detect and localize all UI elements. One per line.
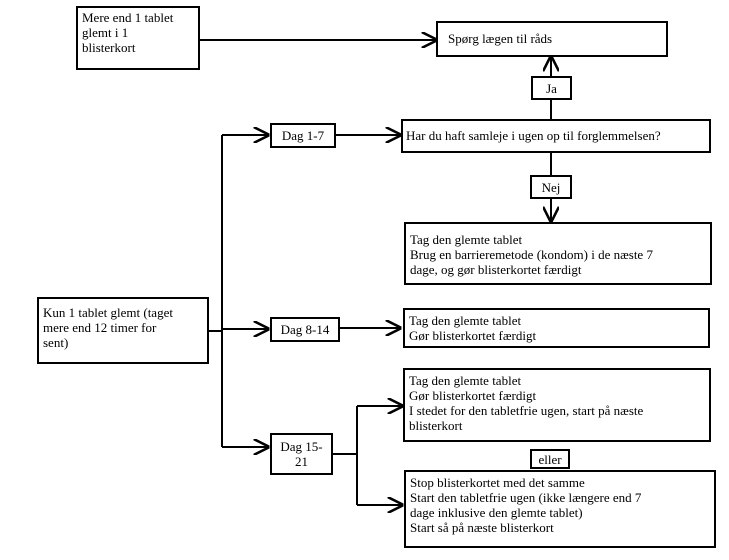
only-one-line-1: Kun 1 tablet glemt (taget	[43, 305, 173, 320]
result-8-14-line-1: Tag den glemte tablet	[409, 313, 522, 328]
no-box: Nej	[530, 175, 572, 199]
day-8-14-text: Dag 8-14	[280, 322, 330, 337]
result-1-7-line-2: Brug en barrieremetode (kondom) i de næs…	[410, 247, 653, 262]
result-1-7-line-1: Tag den glemte tablet	[410, 232, 523, 247]
day-15-21-line-1: Dag 15-	[280, 439, 323, 454]
ask-doctor-text: Spørg lægen til råds	[448, 31, 553, 46]
option-b-line-3: dage inklusive den glemte tablet)	[410, 505, 583, 520]
only-one-line-2: mere end 12 timer for	[43, 320, 157, 335]
yes-box: Ja	[531, 76, 572, 100]
day-15-21-line-2: 21	[295, 454, 308, 469]
only-one-box: Kun 1 tablet glemt (taget mere end 12 ti…	[37, 297, 209, 364]
result-1-7-line-3: dage, og gør blisterkortet færdigt	[410, 262, 582, 277]
no-text: Nej	[541, 180, 561, 195]
option-b-line-2: Start den tabletfrie ugen (ikke længere …	[410, 490, 642, 505]
option-a-line-4: blisterkort	[409, 418, 463, 433]
more-than-one-line-2: glemt i 1	[82, 25, 129, 40]
result-8-14-box: Tag den glemte tablet Gør blisterkortet …	[403, 308, 710, 348]
result-1-7-box: Tag den glemte tablet Brug en barriereme…	[404, 222, 712, 285]
option-b-box: Stop blisterkortet med det samme Start d…	[404, 470, 716, 548]
day-15-21-box: Dag 15- 21	[270, 433, 333, 475]
option-a-line-1: Tag den glemte tablet	[409, 373, 522, 388]
day-1-7-box: Dag 1-7	[270, 123, 336, 148]
option-a-line-2: Gør blisterkortet færdigt	[409, 388, 537, 403]
or-text: eller	[538, 452, 562, 467]
question-text: Har du haft samleje i ugen op til forgle…	[406, 128, 661, 143]
question-box: Har du haft samleje i ugen op til forgle…	[401, 119, 711, 153]
yes-text: Ja	[546, 81, 557, 96]
option-a-box: Tag den glemte tablet Gør blisterkortet …	[403, 368, 711, 442]
day-8-14-box: Dag 8-14	[270, 317, 340, 342]
more-than-one-line-3: blisterkort	[82, 40, 136, 55]
option-a-line-3: I stedet for den tabletfrie ugen, start …	[409, 403, 644, 418]
or-box: eller	[530, 449, 570, 469]
more-than-one-line-1: Mere end 1 tablet	[82, 10, 174, 25]
option-b-line-4: Start så på næste blisterkort	[410, 520, 554, 535]
more-than-one-box: Mere end 1 tablet glemt i 1 blisterkort	[76, 6, 200, 70]
option-b-line-1: Stop blisterkortet med det samme	[410, 475, 585, 490]
ask-doctor-box: Spørg lægen til råds	[436, 21, 668, 57]
only-one-line-3: sent)	[43, 335, 69, 350]
result-8-14-line-2: Gør blisterkortet færdigt	[409, 328, 537, 343]
day-1-7-text: Dag 1-7	[281, 128, 325, 143]
